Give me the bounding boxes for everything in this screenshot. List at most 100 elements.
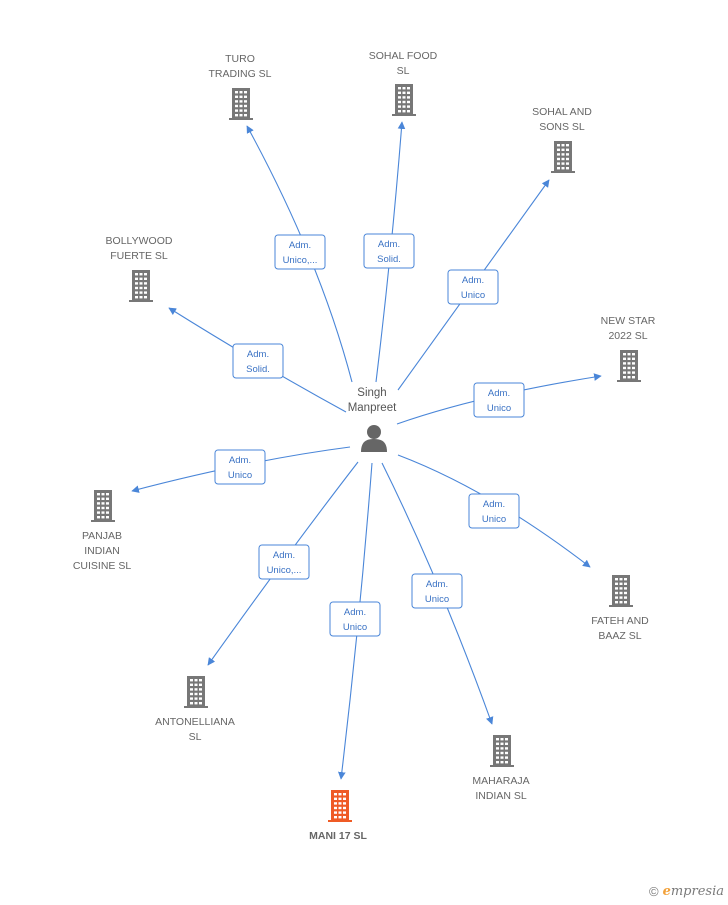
company-name: ANTONELLIANA [155, 716, 235, 728]
company-node-mani[interactable]: MANI 17 SL [309, 790, 367, 842]
company-name: INDIAN SL [475, 790, 527, 802]
building-window [244, 91, 247, 94]
relation-box [447, 269, 499, 305]
building-window [235, 114, 238, 117]
building-window [623, 357, 626, 360]
person-name-line: Singh [357, 387, 386, 399]
edge-fateh: Adm.Unico [397, 454, 591, 568]
company-name: SL [397, 65, 410, 77]
relation-badge[interactable]: Adm.Solid. [363, 233, 415, 269]
relation-badge[interactable]: Adm. Unico,... [274, 234, 326, 270]
relation-text: Unico [461, 290, 485, 301]
building-icon [392, 84, 416, 116]
building-window [402, 100, 406, 104]
building-window [566, 162, 569, 165]
footer-brand: © empresia [649, 884, 724, 899]
relation-badge[interactable]: Adm.Unico [214, 449, 266, 485]
building-window [398, 100, 401, 104]
building-window [334, 802, 337, 805]
building-window [135, 273, 138, 276]
building-window [561, 162, 565, 165]
company-node-sohal-food[interactable]: SOHAL FOOD SL [369, 50, 438, 116]
brand-logo[interactable]: empresia [662, 884, 724, 899]
building-window [199, 679, 202, 682]
building-window [632, 362, 635, 365]
company-name: FUERTE SL [110, 250, 168, 262]
building-window [398, 105, 401, 108]
relation-badge[interactable]: Adm. Solid. [232, 343, 284, 379]
building-icon [91, 490, 115, 522]
edge-new-star: Adm.Unico [396, 373, 602, 425]
building-window [106, 516, 109, 519]
building-window [199, 692, 202, 696]
building-window [139, 286, 143, 290]
building-icon [129, 270, 153, 302]
person-icon [361, 425, 387, 452]
relation-badge[interactable]: Adm.Unico [473, 382, 525, 418]
relation-badge[interactable]: Adm.Unico,... [258, 544, 310, 580]
building-window [566, 148, 569, 151]
company-name: BOLLYWOOD [106, 235, 173, 247]
building-window [106, 502, 109, 505]
building-window [500, 751, 504, 755]
building-window [500, 747, 504, 750]
building-window [615, 601, 618, 604]
building-window [239, 95, 243, 98]
relation-text: Solid. [246, 364, 270, 375]
building-window [615, 596, 618, 599]
building-window [561, 167, 565, 170]
building-window [632, 366, 635, 370]
building-icon [609, 575, 633, 607]
building-window [190, 683, 193, 686]
building-window [101, 511, 105, 514]
relation-badge[interactable]: Adm.Unico [411, 573, 463, 609]
building-window [500, 742, 504, 745]
relation-badge[interactable]: Adm.Unico [468, 493, 520, 529]
relation-text: Adm. [462, 275, 484, 286]
building-window [557, 162, 560, 165]
company-name: SONS SL [539, 121, 585, 133]
relation-text: Unico [487, 403, 511, 414]
building-window [139, 277, 143, 280]
building-window [496, 761, 499, 764]
building-window [623, 371, 626, 374]
building-window [561, 148, 565, 151]
edges-layer: Adm.Unico,...Adm.Solid.Adm.UnicoAdm.Soli… [131, 121, 602, 780]
company-name: MANI 17 SL [309, 830, 367, 842]
relation-text: Adm. [344, 607, 366, 618]
building-window [627, 371, 631, 374]
relation-badge[interactable]: Adm.Unico [329, 601, 381, 637]
relation-box [214, 449, 266, 485]
relation-text: Adm. [289, 240, 311, 251]
building-icon [184, 676, 208, 708]
company-name: SOHAL FOOD [369, 50, 438, 62]
building-window [338, 793, 342, 796]
building-base [91, 520, 115, 522]
relation-badge[interactable]: Adm. Unico [447, 269, 499, 305]
building-window [566, 167, 569, 170]
relation-text: Unico,... [283, 255, 318, 266]
relation-box [468, 493, 520, 529]
company-name: 2022 SL [608, 330, 647, 342]
building-window [624, 601, 627, 604]
edge-turo: Adm. Unico,... [246, 125, 353, 383]
building-window [190, 697, 193, 700]
building-window [632, 353, 635, 356]
building-window [557, 144, 560, 147]
relation-text: Adm. [247, 349, 269, 360]
company-node-bollywood[interactable]: BOLLYWOOD FUERTE SL [106, 235, 173, 302]
building-window [239, 114, 243, 117]
building-window [97, 497, 100, 500]
building-window [407, 87, 410, 90]
company-name: CUISINE SL [73, 560, 132, 572]
building-window [619, 601, 623, 604]
building-window [496, 742, 499, 745]
